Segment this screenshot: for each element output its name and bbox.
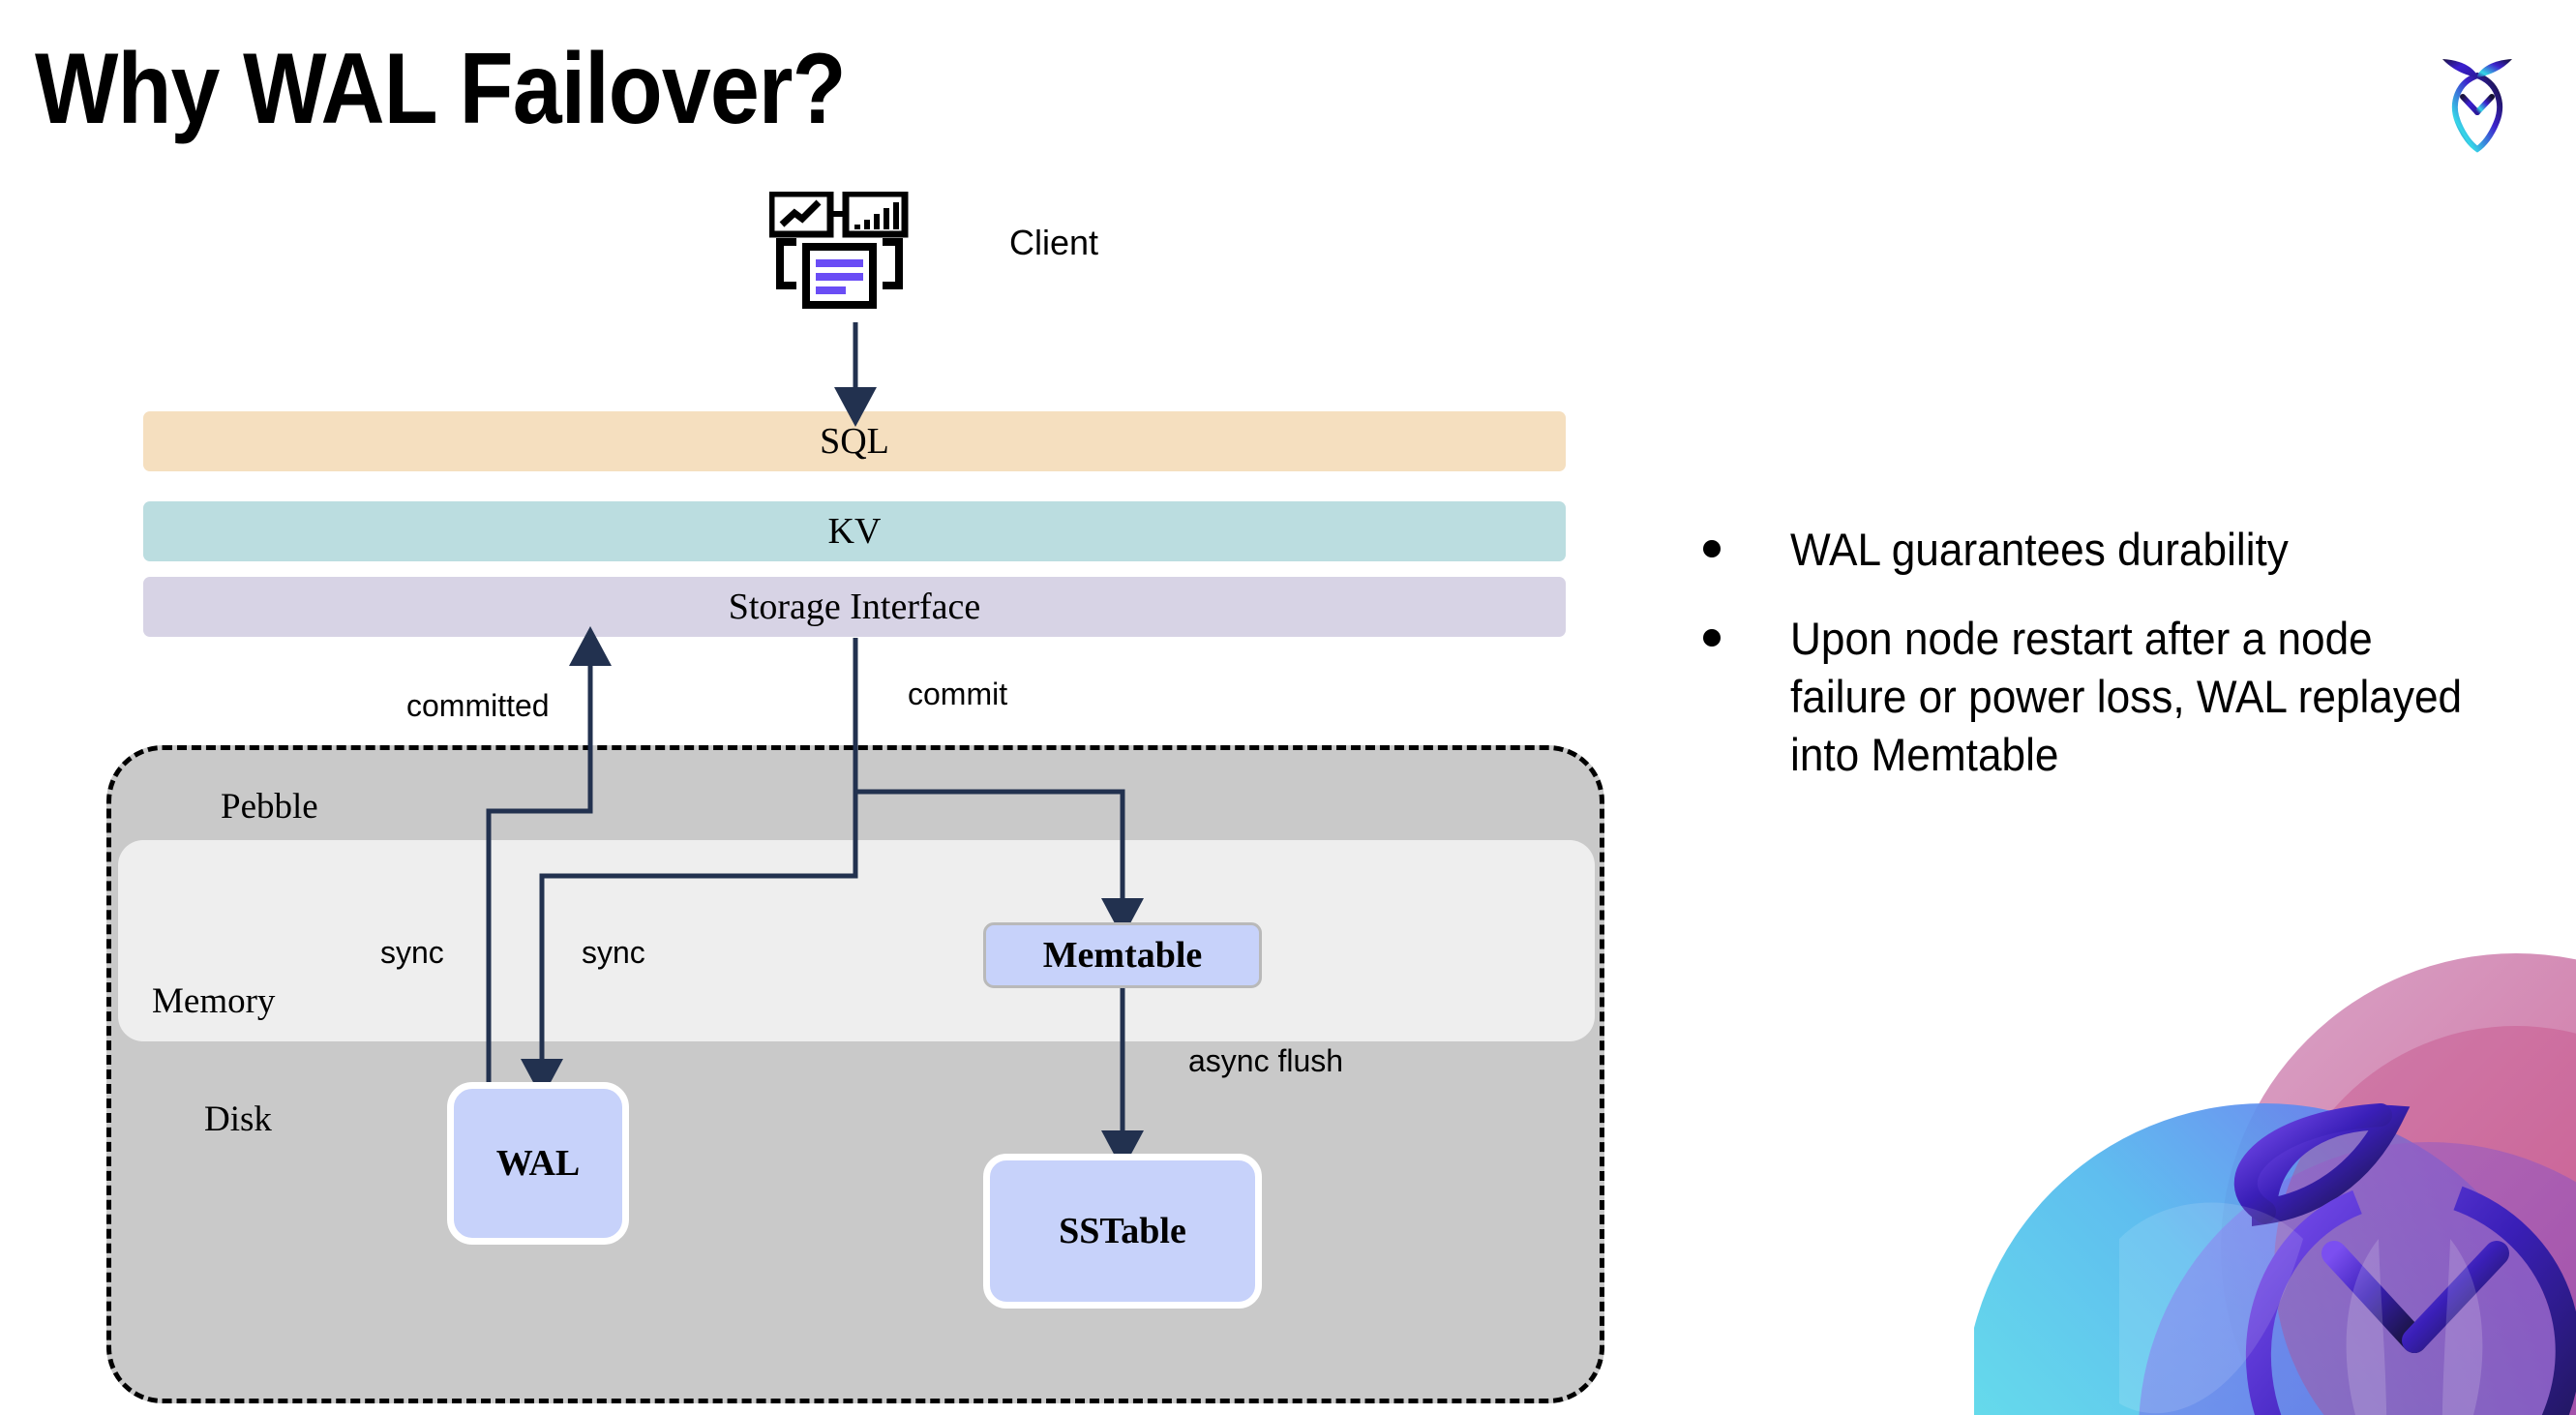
memtable-label: Memtable <box>1042 935 1203 976</box>
layer-bar-storage-interface-label: Storage Interface <box>728 587 981 627</box>
memory-region <box>118 840 1595 1041</box>
edge-label-sync-right: sync <box>582 935 645 970</box>
client-label: Client <box>1009 223 1099 262</box>
layer-bar-kv-label: KV <box>827 511 882 552</box>
cockroachdb-logo-icon <box>2419 39 2535 155</box>
pebble-label: Pebble <box>221 787 318 827</box>
page-title: Why WAL Failover? <box>35 33 847 145</box>
decorative-logo-graphic <box>1974 948 2576 1415</box>
bullet-text: Upon node restart after a node failure o… <box>1790 613 2463 781</box>
layer-bar-kv: KV <box>143 501 1566 561</box>
bullet-dot-icon <box>1703 629 1721 647</box>
layer-bar-storage-interface: Storage Interface <box>143 577 1566 637</box>
disk-label: Disk <box>204 1099 272 1139</box>
client-monitor-icon <box>767 190 929 322</box>
bullet-dot-icon <box>1703 540 1721 557</box>
layer-bar-sql: SQL <box>143 411 1566 471</box>
bullet-list: WAL guarantees durability Upon node rest… <box>1703 521 2526 816</box>
wal-box: WAL <box>447 1082 629 1245</box>
wal-label: WAL <box>495 1143 581 1184</box>
memtable-box: Memtable <box>983 922 1262 988</box>
layer-bar-sql-label: SQL <box>820 421 889 462</box>
list-item: WAL guarantees durability <box>1703 521 2526 579</box>
list-item: Upon node restart after a node failure o… <box>1703 610 2526 784</box>
edge-label-sync-left: sync <box>380 935 444 970</box>
edge-label-async-flush: async flush <box>1188 1043 1344 1078</box>
memory-label: Memory <box>152 981 276 1021</box>
sstable-box: SSTable <box>983 1154 1262 1309</box>
sstable-label: SSTable <box>1059 1211 1186 1251</box>
bullet-text: WAL guarantees durability <box>1790 524 2289 575</box>
edge-label-committed: committed <box>406 688 550 723</box>
edge-label-commit: commit <box>908 677 1008 711</box>
